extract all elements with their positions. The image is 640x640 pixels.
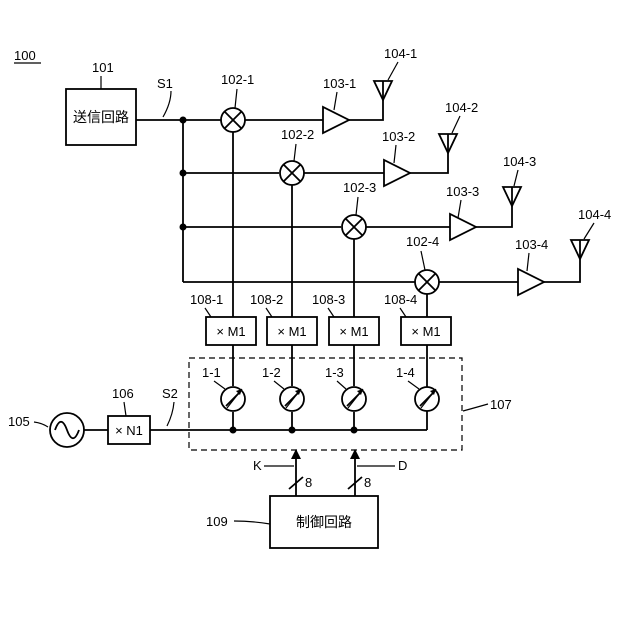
amplifier-103-1 xyxy=(323,107,349,133)
mixer-label-4: 102-4 xyxy=(406,234,439,249)
amplifier-label-3: 103-3 xyxy=(446,184,479,199)
multiplier-text-4: × M1 xyxy=(411,324,440,339)
amplifier-label-2: 103-2 xyxy=(382,129,415,144)
oscillator-105 xyxy=(50,413,84,447)
multiplier-text-3: × M1 xyxy=(339,324,368,339)
mixer-leader-4 xyxy=(421,251,425,270)
multiplier-n-leader xyxy=(124,402,126,416)
multiplier-ref-3: 108-3 xyxy=(312,292,345,307)
junction-dot xyxy=(180,117,187,124)
control-circuit-label: 制御回路 xyxy=(296,515,352,531)
phase-shifter-label-1: 1-1 xyxy=(202,365,221,380)
junction-dot xyxy=(289,427,296,434)
mixer-label-1: 102-1 xyxy=(221,72,254,87)
phase-shifter-label-2: 1-2 xyxy=(262,365,281,380)
phase-shifter-leader-1 xyxy=(214,381,225,389)
multiplier-text-1: × M1 xyxy=(216,324,245,339)
phase-shifter-1-3 xyxy=(342,387,366,411)
multiplier-n-text: × N1 xyxy=(115,423,143,438)
antenna-leader-2 xyxy=(452,116,460,133)
signal-s1-label: S1 xyxy=(157,76,173,91)
mixer-label-3: 102-3 xyxy=(343,180,376,195)
phase-shifter-1-2 xyxy=(280,387,304,411)
antenna-104-1 xyxy=(374,81,392,100)
phase-shifter-1-1 xyxy=(221,387,245,411)
transmit-ref: 101 xyxy=(92,60,114,75)
amplifier-label-1: 103-1 xyxy=(323,76,356,91)
amplifier-103-2 xyxy=(384,160,410,186)
multiplier-leader-1 xyxy=(205,308,211,317)
mixer-label-2: 102-2 xyxy=(281,127,314,142)
multiplier-ref-1: 108-1 xyxy=(190,292,223,307)
amplifier-label-4: 103-4 xyxy=(515,237,548,252)
multiplier-leader-4 xyxy=(400,308,406,317)
phase-shifter-leader-2 xyxy=(274,381,284,389)
signal-s2-leader xyxy=(167,402,174,426)
amplifier-103-4 xyxy=(518,269,544,295)
control-ref: 109 xyxy=(206,514,228,529)
antenna-104-4 xyxy=(571,240,589,259)
amplifier-leader-1 xyxy=(334,92,337,110)
signal-s1-leader xyxy=(163,91,171,117)
mixer-leader-1 xyxy=(235,89,237,108)
phase-shifter-group-leader xyxy=(463,404,488,411)
mixer-leader-2 xyxy=(294,144,296,161)
amplifier-leader-4 xyxy=(527,253,529,271)
junction-dot xyxy=(180,224,187,231)
signal-s2-label: S2 xyxy=(162,386,178,401)
multiplier-n-ref: 106 xyxy=(112,386,134,401)
phase-shifter-1-4 xyxy=(415,387,439,411)
mixer-102-2 xyxy=(280,161,304,185)
bus-k-label: K xyxy=(253,458,262,473)
junction-dot xyxy=(180,170,187,177)
bus-k-width: 8 xyxy=(305,475,312,490)
antenna-feed-2 xyxy=(410,153,448,173)
transmit-circuit-label: 送信回路 xyxy=(73,110,129,126)
bus-d-label: D xyxy=(398,458,407,473)
mixer-102-1 xyxy=(221,108,245,132)
antenna-label-3: 104-3 xyxy=(503,154,536,169)
multiplier-leader-2 xyxy=(266,308,272,317)
mixer-102-4 xyxy=(415,270,439,294)
antenna-104-2 xyxy=(439,134,457,153)
antenna-feed-4 xyxy=(544,259,580,282)
amplifier-leader-3 xyxy=(458,200,461,218)
figure-label: 100 xyxy=(14,48,36,63)
oscillator-leader xyxy=(34,422,48,427)
junction-dot xyxy=(351,427,358,434)
phase-shifter-label-4: 1-4 xyxy=(396,365,415,380)
control-leader xyxy=(234,521,270,524)
mixer-102-3 xyxy=(342,215,366,239)
antenna-label-1: 104-1 xyxy=(384,46,417,61)
multiplier-ref-2: 108-2 xyxy=(250,292,283,307)
antenna-label-2: 104-2 xyxy=(445,100,478,115)
antenna-leader-1 xyxy=(388,62,398,80)
phase-shifter-label-3: 1-3 xyxy=(325,365,344,380)
antenna-label-4: 104-4 xyxy=(578,207,611,222)
amplifier-leader-2 xyxy=(394,145,396,163)
mixer-leader-3 xyxy=(356,197,358,215)
phase-shifter-leader-4 xyxy=(408,381,419,389)
junction-dot xyxy=(230,427,237,434)
amplifier-103-3 xyxy=(450,214,476,240)
oscillator-ref: 105 xyxy=(8,414,30,429)
antenna-feed-3 xyxy=(476,206,512,227)
antenna-leader-4 xyxy=(584,223,594,239)
multiplier-ref-4: 108-4 xyxy=(384,292,417,307)
phase-shifter-group-ref: 107 xyxy=(490,397,512,412)
bus-d-width: 8 xyxy=(364,475,371,490)
phase-shifter-leader-3 xyxy=(337,381,346,389)
multiplier-leader-3 xyxy=(328,308,334,317)
antenna-leader-3 xyxy=(514,170,518,186)
antenna-104-3 xyxy=(503,187,521,206)
multiplier-text-2: × M1 xyxy=(277,324,306,339)
antenna-feed-1 xyxy=(349,100,383,120)
